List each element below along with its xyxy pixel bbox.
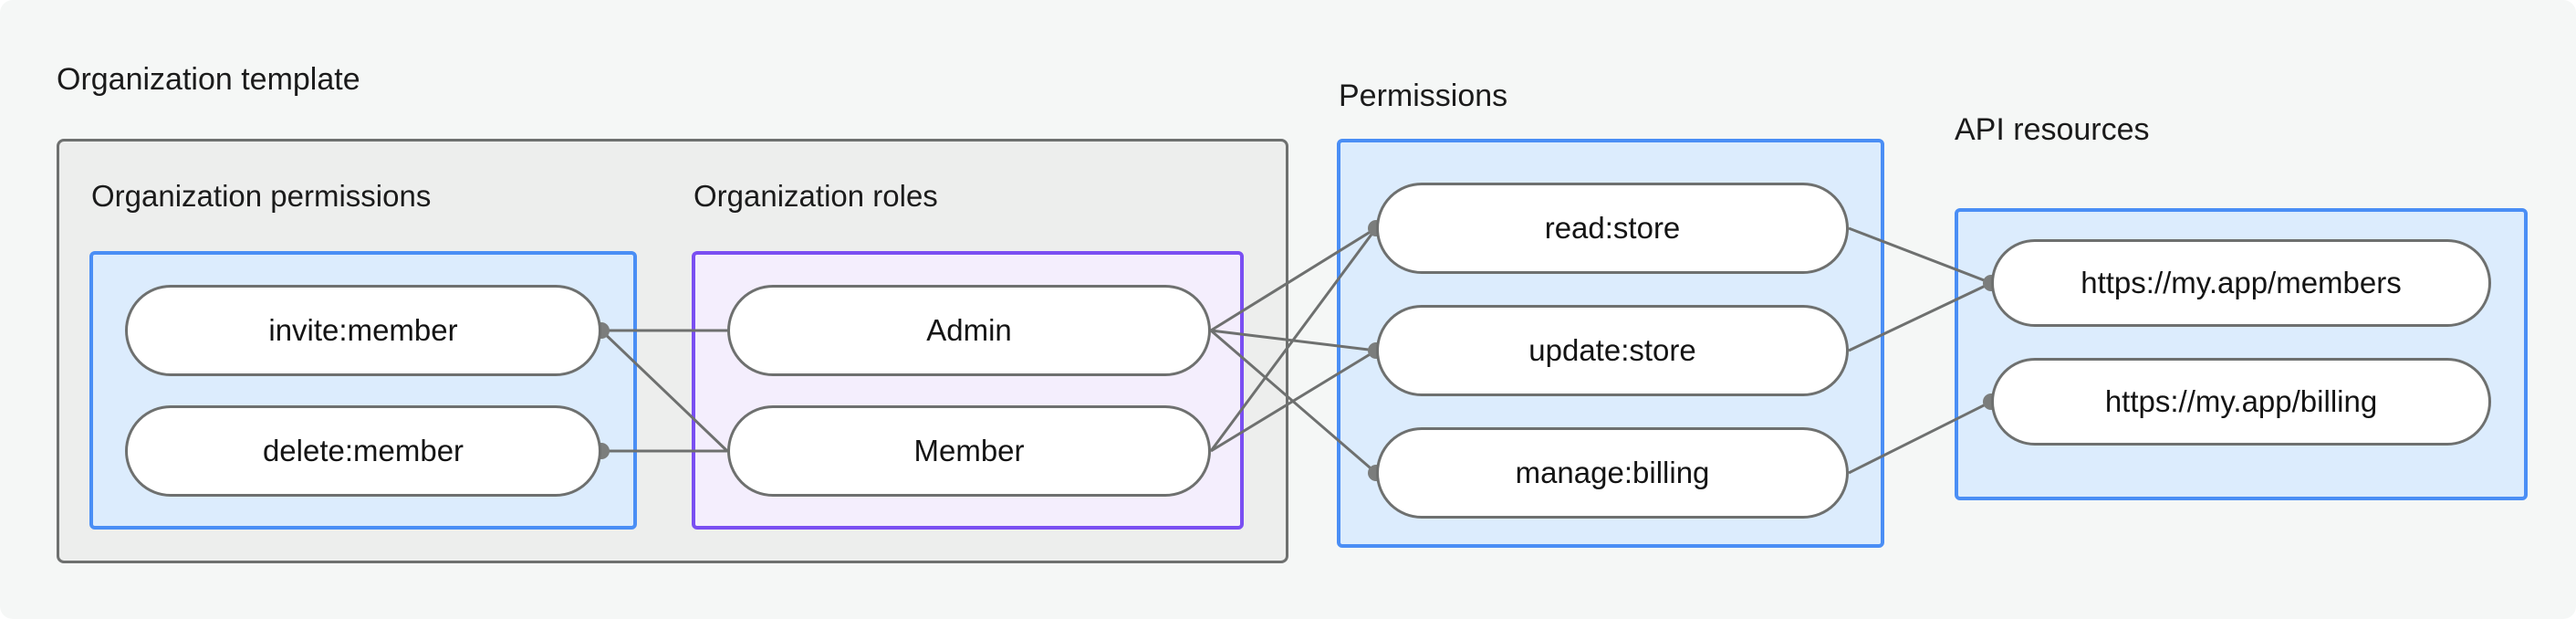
title-permissions: Permissions — [1339, 79, 1508, 113]
title-api-resources: API resources — [1955, 112, 2150, 147]
subtitle-organization-permissions: Organization permissions — [91, 179, 432, 213]
node-member[interactable]: Member — [727, 405, 1211, 497]
node-manage-billing[interactable]: manage:billing — [1376, 427, 1849, 519]
node-admin[interactable]: Admin — [727, 285, 1211, 376]
node-update-store[interactable]: update:store — [1376, 305, 1849, 396]
node-billing-url[interactable]: https://my.app/billing — [1991, 358, 2491, 446]
title-organization-template: Organization template — [57, 62, 360, 97]
subtitle-organization-roles: Organization roles — [694, 179, 938, 213]
node-invite-member[interactable]: invite:member — [125, 285, 601, 376]
node-read-store[interactable]: read:store — [1376, 183, 1849, 274]
node-delete-member[interactable]: delete:member — [125, 405, 601, 497]
node-members-url[interactable]: https://my.app/members — [1991, 239, 2491, 327]
